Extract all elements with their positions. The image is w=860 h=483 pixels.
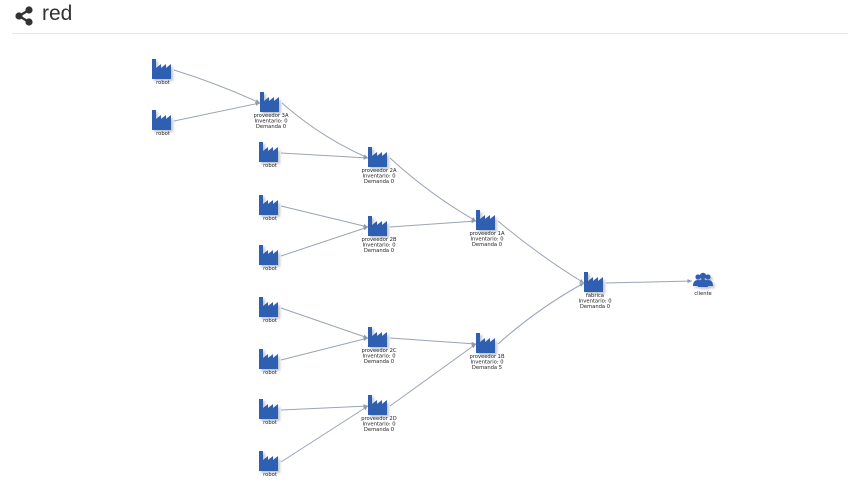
factory-icon [152,110,171,130]
node-label: robot [156,80,170,86]
node-detail: Demanda 0 [364,248,394,254]
edges-layer [173,69,693,463]
node-label: cliente [694,291,711,297]
edge-r3-p2a [280,152,369,160]
node-detail: Demanda 5 [472,365,502,371]
node-detail: Inventario: 0 [362,243,395,249]
node-label: fabrica [586,293,604,299]
node-label: proveedor 3A [253,113,288,119]
node-label: robot [263,420,277,426]
share-icon [15,6,33,26]
node-label: robot [263,370,277,376]
edge-r5-p2b [280,226,369,257]
node-detail: Inventario: 0 [362,174,395,180]
page-title: red [42,2,73,25]
node-detail: Inventario: 0 [362,422,395,428]
node-detail: Demanda 0 [364,179,394,185]
node-label: robot [263,472,277,478]
factory-icon [368,395,387,415]
node-label: proveedor 2A [361,168,396,174]
factory-icon [152,59,171,79]
node-detail: Inventario: 0 [254,119,287,125]
node-r7[interactable]: robot [259,349,278,376]
node-label: proveedor 2D [361,416,396,422]
node-r3[interactable]: robot [259,142,278,169]
header-divider [12,33,848,34]
node-label: proveedor 1B [469,354,504,360]
node-r4[interactable]: robot [259,195,278,222]
node-detail: Demanda 0 [472,242,502,248]
node-r5[interactable]: robot [259,245,278,272]
node-label: robot [263,216,277,222]
factory-icon [260,92,279,112]
node-detail: Inventario: 0 [578,299,611,305]
node-detail: Inventario: 0 [470,360,503,366]
node-label: robot [156,131,170,137]
node-r2[interactable]: robot [152,110,171,137]
edge-r1-p3a [173,69,261,104]
node-detail: Inventario: 0 [362,354,395,360]
node-label: proveedor 2B [361,237,396,243]
node-cli[interactable]: cliente [693,272,713,297]
edge-r7-p2c [280,337,369,361]
edge-p2b-p1a [389,219,477,228]
node-r6[interactable]: robot [259,297,278,324]
edge-fab-cli [605,279,693,284]
edge-r8-p2d [280,404,369,411]
edge-p2a-p1a [389,157,477,222]
factory-icon [368,327,387,347]
page-header: red [0,0,860,34]
users-icon [693,272,713,287]
factory-icon [584,272,603,292]
edge-p1a-fab [497,220,585,284]
edge-p1b-fab [497,282,585,345]
edge-p3a-p2a [281,102,369,159]
factory-icon [259,451,278,471]
node-detail: Demanda 0 [364,359,394,365]
edge-r4-p2b [280,205,369,228]
factory-icon [259,399,278,419]
factory-icon [368,216,387,236]
edge-p2c-p1b [389,337,477,346]
factory-icon [476,333,495,353]
node-r1[interactable]: robot [152,59,171,86]
factory-icon [259,297,278,317]
factory-icon [368,147,387,167]
edge-r6-p2c [280,307,369,339]
node-r9[interactable]: robot [259,451,278,478]
node-detail: Demanda 0 [580,304,610,310]
factory-icon [259,349,278,369]
factory-icon [259,245,278,265]
factory-icon [259,195,278,215]
node-r8[interactable]: robot [259,399,278,426]
node-detail: Inventario: 0 [470,237,503,243]
factory-icon [259,142,278,162]
node-label: proveedor 1A [469,231,504,237]
edge-r9-p2d [280,405,369,463]
node-label: proveedor 2C [361,348,396,354]
edge-p2d-p1b [389,343,477,407]
factory-icon [476,210,495,230]
node-label: robot [263,318,277,324]
node-detail: Demanda 0 [256,124,286,130]
node-label: robot [263,163,277,169]
edge-r2-p3a [173,101,261,122]
node-label: robot [263,266,277,272]
node-detail: Demanda 0 [364,427,394,433]
